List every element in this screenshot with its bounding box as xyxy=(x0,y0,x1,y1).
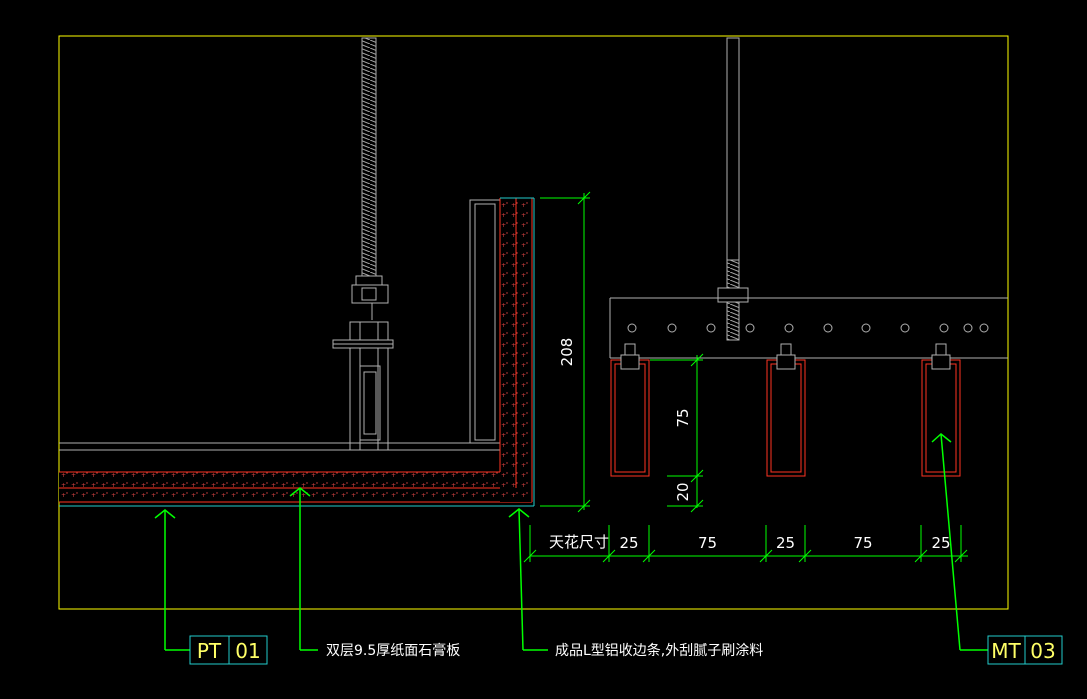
horizontal-dimension-label: 25 xyxy=(619,534,638,552)
tag-pt-01: PT 01 xyxy=(189,635,268,665)
ceiling-size-label: 天花尺寸 xyxy=(549,533,609,551)
rail-hole xyxy=(823,323,833,333)
tag-mt-code: MT xyxy=(991,639,1021,663)
grille-rail xyxy=(609,297,1008,359)
note-trim: 成品L型铝收边条,外刮腻子刷涂料 xyxy=(555,642,763,659)
dimension-208-label: 208 xyxy=(558,338,576,367)
baffle-blade xyxy=(610,343,650,477)
rail-hole xyxy=(784,323,794,333)
rail-hole xyxy=(745,323,755,333)
horizontal-dimension-label: 25 xyxy=(776,534,795,552)
horizontal-dimension-labels: 25 75 25 75 25 xyxy=(619,534,950,552)
horizontal-dimension-chain xyxy=(523,525,968,563)
right-hanger-rod xyxy=(717,37,749,341)
horizontal-dimension-label: 25 xyxy=(931,534,950,552)
horizontal-dimension-label: 75 xyxy=(698,534,717,552)
leaders xyxy=(154,433,988,651)
dimension-208 xyxy=(540,191,591,513)
rail-hole xyxy=(706,323,716,333)
rail-hole xyxy=(939,323,949,333)
note-board: 双层9.5厚纸面石膏板 xyxy=(326,642,460,659)
ceiling-layers xyxy=(59,442,534,507)
tag-pt-number: 01 xyxy=(235,639,260,663)
dimension-75-20 xyxy=(650,353,704,513)
drawing-frame xyxy=(58,35,1009,610)
tag-mt-03: MT 03 xyxy=(987,635,1063,665)
wall-stud xyxy=(469,199,501,444)
dimension-75-label: 75 xyxy=(674,408,692,427)
rail-hole xyxy=(979,323,989,333)
rail-hole xyxy=(627,323,637,333)
vertical-board-layers xyxy=(499,197,535,506)
left-hanger-assembly xyxy=(332,37,394,451)
rail-hole xyxy=(667,323,677,333)
rail-hole xyxy=(900,323,910,333)
tag-pt-code: PT xyxy=(197,639,222,663)
baffle-blade xyxy=(921,343,961,477)
horizontal-dimension-label: 75 xyxy=(853,534,872,552)
baffle-blades xyxy=(610,343,961,477)
tag-mt-number: 03 xyxy=(1030,639,1055,663)
dimension-20-label: 20 xyxy=(674,482,692,501)
rail-hole xyxy=(861,323,871,333)
rail-hole xyxy=(963,323,973,333)
baffle-blade xyxy=(766,343,806,477)
